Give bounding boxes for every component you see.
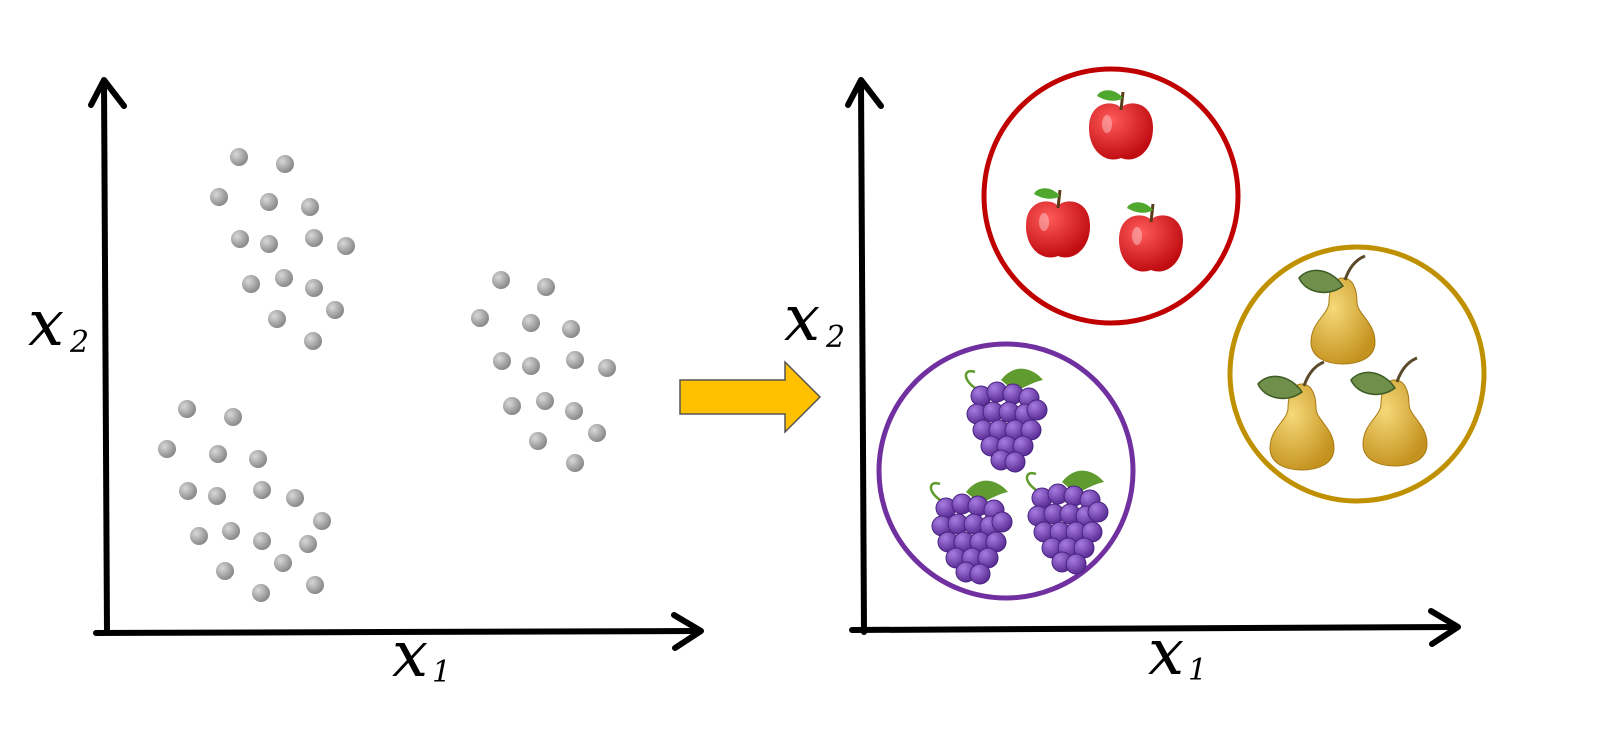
data-point bbox=[275, 269, 293, 287]
data-point bbox=[208, 487, 226, 505]
data-point bbox=[230, 148, 248, 166]
data-point bbox=[522, 314, 540, 332]
data-point bbox=[566, 454, 584, 472]
grapes-icon bbox=[929, 480, 1013, 585]
data-point bbox=[222, 522, 240, 540]
data-point bbox=[210, 188, 228, 206]
apple-icon bbox=[1089, 90, 1153, 160]
transform-arrow bbox=[679, 360, 822, 434]
pear-icon bbox=[1298, 254, 1376, 365]
data-point bbox=[216, 562, 234, 580]
left-plot: x 2 x 1 bbox=[28, 77, 704, 692]
data-point bbox=[529, 432, 547, 450]
data-point bbox=[313, 512, 331, 530]
data-point bbox=[299, 535, 317, 553]
right-y-axis-subscript: 2 bbox=[825, 320, 845, 355]
data-point bbox=[260, 193, 278, 211]
left-x-axis-arrowhead bbox=[671, 612, 704, 651]
right-y-axis-label: x bbox=[784, 282, 820, 356]
data-point bbox=[276, 155, 294, 173]
data-point bbox=[565, 402, 583, 420]
data-point bbox=[305, 229, 323, 247]
data-point bbox=[224, 408, 242, 426]
data-point bbox=[305, 279, 323, 297]
data-point bbox=[158, 440, 176, 458]
data-point bbox=[337, 237, 355, 255]
apple-icon bbox=[1119, 202, 1183, 272]
grapes-icon bbox=[964, 368, 1048, 473]
data-point bbox=[536, 392, 554, 410]
data-point bbox=[209, 445, 227, 463]
pear-cluster bbox=[1227, 244, 1487, 504]
apple-cluster bbox=[981, 66, 1241, 326]
left-x-axis-subscript: 1 bbox=[432, 655, 451, 690]
left-y-axis-subscript: 2 bbox=[69, 325, 89, 360]
data-point bbox=[253, 481, 271, 499]
pear-icon bbox=[1257, 360, 1335, 471]
data-point bbox=[301, 198, 319, 216]
grape-cluster bbox=[876, 341, 1136, 601]
data-point bbox=[537, 278, 555, 296]
grape-cluster-circle bbox=[876, 341, 1136, 601]
right-y-axis bbox=[858, 79, 867, 635]
data-point bbox=[566, 351, 584, 369]
data-point bbox=[326, 301, 344, 319]
right-x-axis-label: x bbox=[1148, 616, 1184, 690]
apple-cluster-circle bbox=[981, 66, 1241, 326]
data-point bbox=[242, 275, 260, 293]
right-plot: x 2 x 1 bbox=[784, 66, 1487, 690]
data-point bbox=[252, 584, 270, 602]
data-point bbox=[522, 357, 540, 375]
data-point bbox=[260, 235, 278, 253]
data-point bbox=[274, 554, 292, 572]
data-point bbox=[492, 271, 510, 289]
data-point bbox=[588, 424, 606, 442]
data-point bbox=[190, 527, 208, 545]
data-point bbox=[471, 309, 489, 327]
data-point bbox=[286, 489, 304, 507]
pear-cluster-circle bbox=[1227, 244, 1487, 504]
left-x-axis bbox=[93, 628, 703, 636]
left-y-axis-label: x bbox=[28, 287, 64, 361]
right-x-axis bbox=[849, 624, 1460, 633]
data-points bbox=[158, 148, 616, 602]
data-point bbox=[598, 359, 616, 377]
data-point bbox=[306, 576, 324, 594]
right-x-axis-arrowhead bbox=[1428, 608, 1461, 647]
data-point bbox=[179, 482, 197, 500]
pear-icon bbox=[1350, 356, 1428, 467]
grapes-icon bbox=[1025, 470, 1109, 575]
data-point bbox=[503, 397, 521, 415]
left-x-axis-label: x bbox=[392, 618, 428, 692]
data-point bbox=[562, 320, 580, 338]
left-y-axis-arrowhead bbox=[88, 77, 127, 109]
data-point bbox=[493, 352, 511, 370]
data-point bbox=[249, 450, 267, 468]
data-point bbox=[231, 230, 249, 248]
left-y-axis bbox=[101, 79, 110, 635]
right-x-axis-subscript: 1 bbox=[1188, 653, 1207, 688]
data-point bbox=[178, 400, 196, 418]
right-y-axis-arrowhead bbox=[845, 77, 884, 109]
data-point bbox=[268, 310, 286, 328]
data-point bbox=[253, 532, 271, 550]
data-point bbox=[304, 332, 322, 350]
apple-icon bbox=[1026, 188, 1090, 258]
